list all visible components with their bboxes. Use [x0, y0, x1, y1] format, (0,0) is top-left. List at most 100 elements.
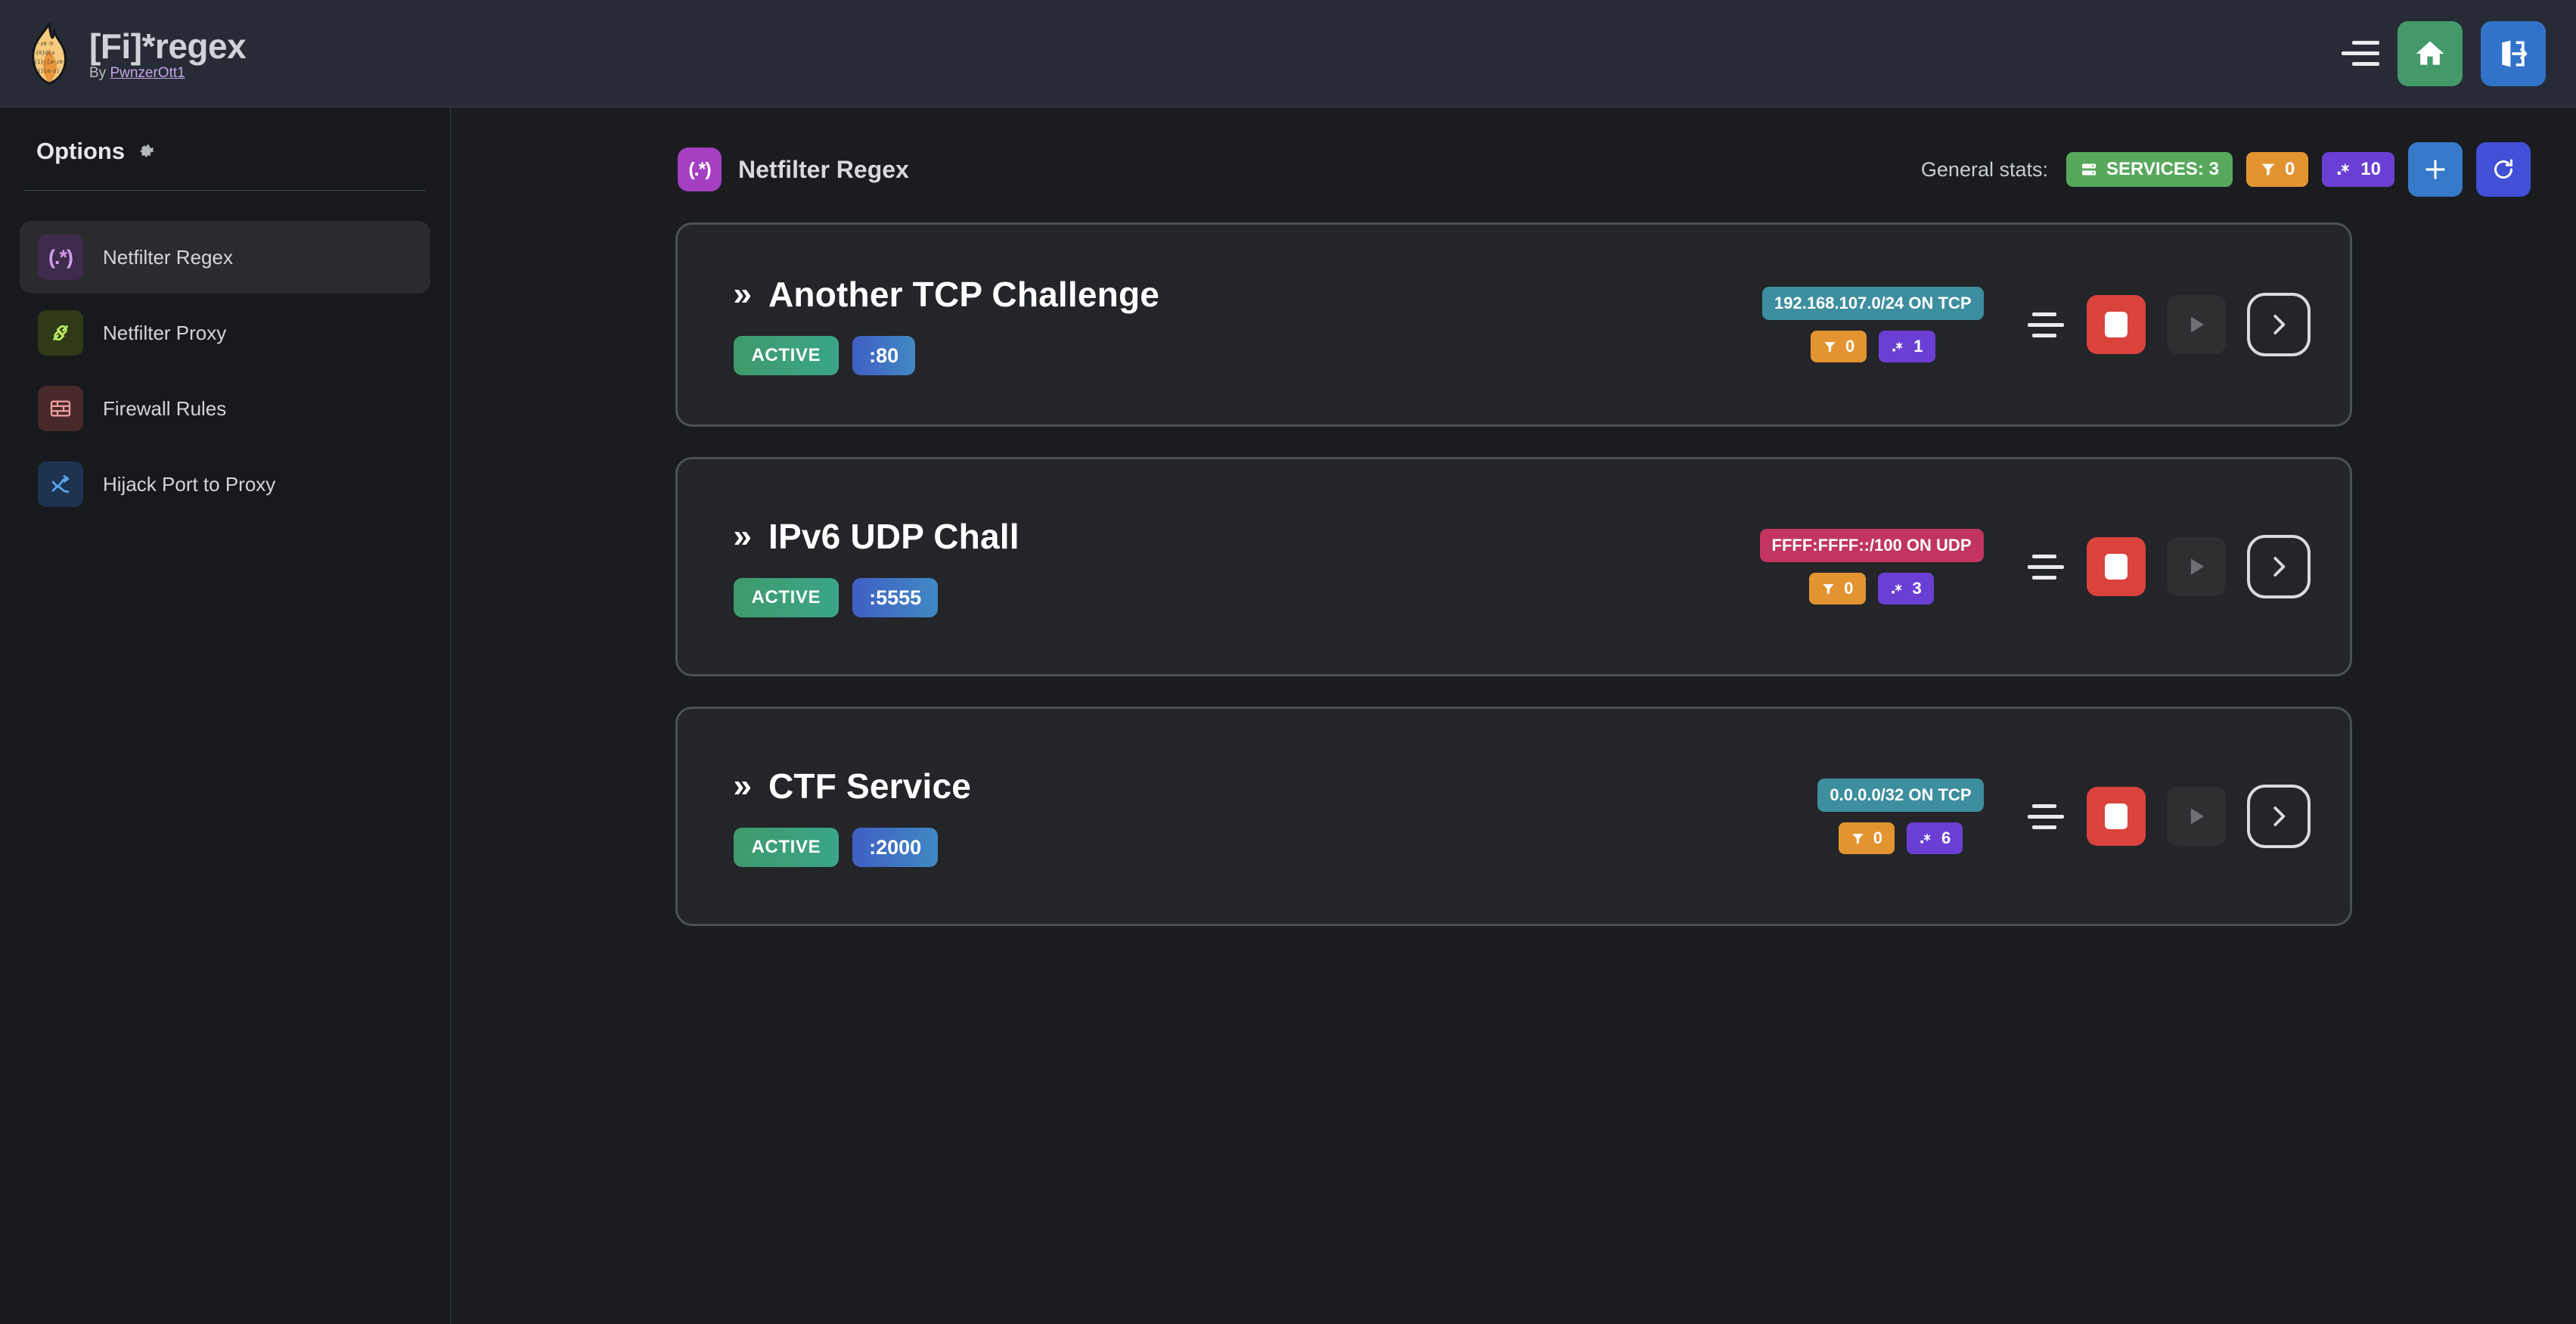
page-title-wrap: (.*) Netfilter Regex	[678, 148, 909, 191]
service-controls	[2027, 535, 2311, 598]
start-button[interactable]	[2166, 787, 2226, 846]
service-details-button[interactable]	[2246, 535, 2311, 598]
sidebar-item-firewall-rules[interactable]: Firewall Rules	[20, 372, 430, 445]
service-badges: ACTIVE :5555	[733, 578, 1020, 617]
status-badge: ACTIVE	[733, 828, 840, 867]
service-title-row: » IPv6 UDP Chall	[734, 516, 1020, 557]
brand-text: [Fi]*regex By PwnzerOtt1	[89, 26, 247, 80]
sidebar: Options (.*) Netfilter Regex Netfilter P…	[0, 107, 451, 1324]
service-name: IPv6 UDP Chall	[768, 517, 1020, 556]
service-badges: ACTIVE :2000	[733, 828, 972, 867]
chevron-right-icon	[2264, 310, 2293, 339]
service-details-button[interactable]	[2246, 785, 2311, 848]
status-badge-regexes: 6	[1906, 822, 1963, 854]
service-title-row: » CTF Service	[734, 766, 972, 807]
page-title: Netfilter Regex	[738, 155, 909, 183]
service-details-button[interactable]	[2246, 293, 2311, 356]
app-title: [Fi]*regex	[89, 26, 247, 66]
author-link[interactable]: PwnzerOtt1	[110, 64, 185, 81]
start-button[interactable]	[2166, 295, 2226, 354]
hamburger-menu-icon[interactable]	[2339, 36, 2379, 71]
logout-button[interactable]	[2481, 20, 2546, 86]
port-badge: :80	[852, 336, 916, 375]
sidebar-divider	[24, 190, 426, 191]
drag-handle-icon[interactable]	[2027, 307, 2065, 342]
filter-icon	[2260, 161, 2277, 178]
options-heading: Options	[20, 138, 430, 165]
server-icon	[2080, 160, 2098, 179]
options-heading-label: Options	[36, 138, 126, 164]
service-card-left: » IPv6 UDP Chall ACTIVE :5555	[733, 516, 1020, 617]
filters-count-label: 0	[1844, 579, 1854, 598]
add-service-button[interactable]	[2408, 142, 2463, 197]
drag-handle-icon[interactable]	[2027, 799, 2065, 834]
chevron-right-icon	[2264, 552, 2293, 581]
status-badge-services: SERVICES: 3	[2065, 152, 2233, 187]
regex-dot-star-icon	[1890, 582, 1904, 596]
logout-icon	[2497, 37, 2530, 70]
status-badge-regexes: 10	[2322, 152, 2394, 187]
stop-button[interactable]	[2086, 537, 2146, 596]
stop-icon	[2104, 554, 2128, 580]
service-sub-stats: 0 6	[1838, 822, 1963, 854]
service-card[interactable]: » CTF Service ACTIVE :2000 0.0.0.0/32 ON…	[675, 707, 2352, 926]
drag-handle-icon[interactable]	[2027, 549, 2065, 584]
services-list: » Another TCP Challenge ACTIVE :80 192.1…	[451, 195, 2576, 926]
sidebar-item-hijack-port-to-proxy[interactable]: Hijack Port to Proxy	[20, 448, 430, 521]
svg-text:-z0-9: -z0-9	[37, 41, 53, 47]
service-controls	[2027, 785, 2311, 848]
brand: -z0-9 {0}@[a {1}|[a-z0-9] {1}[a-z] [Fi]*…	[0, 22, 247, 85]
filter-icon	[1821, 582, 1836, 596]
svg-text:{1}[a-z]: {1}[a-z]	[34, 68, 60, 74]
sidebar-item-label: Netfilter Regex	[103, 245, 233, 269]
sidebar-item-netfilter-proxy[interactable]: Netfilter Proxy	[20, 297, 430, 369]
regex-icon: (.*)	[38, 235, 83, 280]
status-badge-filters: 0	[1811, 331, 1867, 362]
byline: By PwnzerOtt1	[89, 66, 246, 80]
sidebar-item-netfilter-regex[interactable]: (.*) Netfilter Regex	[20, 221, 430, 294]
regex-dot-star-icon	[1891, 340, 1905, 354]
service-card[interactable]: » IPv6 UDP Chall ACTIVE :5555 FFFF:FFFF:…	[675, 457, 2352, 676]
network-badge: 192.168.107.0/24 ON TCP	[1762, 287, 1984, 320]
plus-icon	[2421, 155, 2450, 184]
service-controls	[2027, 293, 2311, 356]
status-badge-regexes: 1	[1879, 331, 1935, 362]
start-button[interactable]	[2166, 537, 2226, 596]
home-button[interactable]	[2398, 20, 2463, 86]
status-badge-filters: 0	[1809, 573, 1866, 605]
network-badge: FFFF:FFFF::/100 ON UDP	[1759, 529, 1984, 562]
filters-count-label: 0	[1873, 828, 1882, 847]
chevron-double-right-icon: »	[733, 767, 753, 804]
service-sub-stats: 0 3	[1809, 573, 1934, 605]
play-icon	[2183, 803, 2209, 829]
service-card-left: » Another TCP Challenge ACTIVE :80	[733, 274, 1160, 375]
service-network-col: 0.0.0.0/32 ON TCP 0	[1817, 779, 1984, 854]
regex-dot-star-icon	[2335, 161, 2352, 178]
chevron-double-right-icon: »	[733, 517, 753, 555]
refresh-button[interactable]	[2476, 142, 2531, 197]
page-header: (.*) Netfilter Regex General stats: SERV…	[451, 142, 2576, 197]
chevron-double-right-icon: »	[733, 275, 753, 312]
service-card-right: FFFF:FFFF::/100 ON UDP 0	[1759, 529, 2311, 605]
service-card[interactable]: » Another TCP Challenge ACTIVE :80 192.1…	[675, 222, 2352, 427]
route-split-icon	[38, 462, 83, 507]
stop-icon	[2104, 803, 2128, 829]
regexes-count-label: 3	[1912, 579, 1922, 598]
chevron-right-icon	[2264, 802, 2293, 831]
status-badge: ACTIVE	[733, 336, 840, 375]
sidebar-item-label: Firewall Rules	[103, 396, 227, 420]
sidebar-item-label: Netfilter Proxy	[103, 321, 227, 344]
gear-icon[interactable]	[135, 140, 157, 163]
regexes-count-label: 6	[1941, 828, 1951, 847]
service-title-row: » Another TCP Challenge	[734, 274, 1160, 315]
play-icon	[2183, 312, 2209, 337]
stop-button[interactable]	[2086, 295, 2146, 354]
services-count-label: SERVICES: 3	[2106, 159, 2219, 179]
regex-icon: (.*)	[678, 148, 722, 191]
sidebar-item-label: Hijack Port to Proxy	[103, 472, 276, 496]
stop-button[interactable]	[2086, 787, 2146, 846]
service-badges: ACTIVE :80	[733, 336, 1160, 375]
service-card-right: 0.0.0.0/32 ON TCP 0	[1817, 779, 2311, 854]
play-icon	[2183, 554, 2209, 580]
refresh-icon	[2490, 156, 2517, 183]
